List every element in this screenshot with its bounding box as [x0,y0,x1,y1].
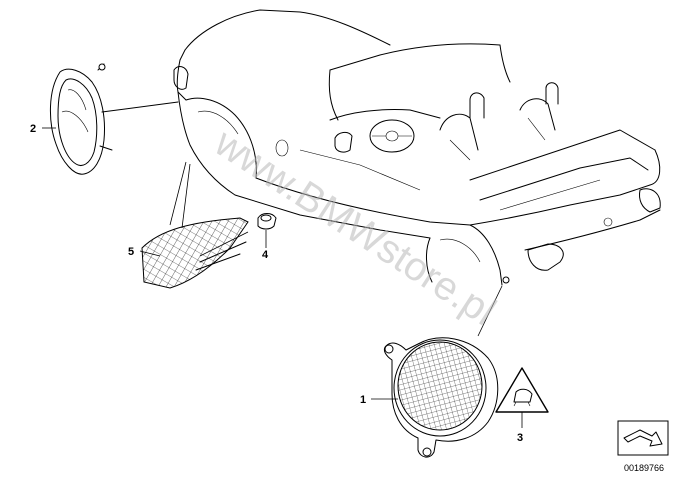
side-lamp-part-2 [49,63,179,175]
gasket-part-5 [141,161,249,289]
callout-leaders [42,127,523,428]
clip-nut-part-4 [199,213,277,257]
callout-5: 5 [128,246,134,258]
callout-3: 3 [517,432,523,444]
reference-number: 00189766 [624,463,664,473]
watermark: www.BMWstore.pl [206,120,503,334]
lamp-part-1 [383,285,503,458]
callout-2: 2 [30,123,36,135]
warning-sticker-part-3 [495,367,549,413]
warning-triangle-icon [513,388,533,403]
catalog-reference: 00189766 [617,420,669,473]
callout-1: 1 [360,394,366,406]
car-outline [173,9,661,286]
callout-4: 4 [262,249,269,261]
catalog-arrow-icon [623,429,663,447]
